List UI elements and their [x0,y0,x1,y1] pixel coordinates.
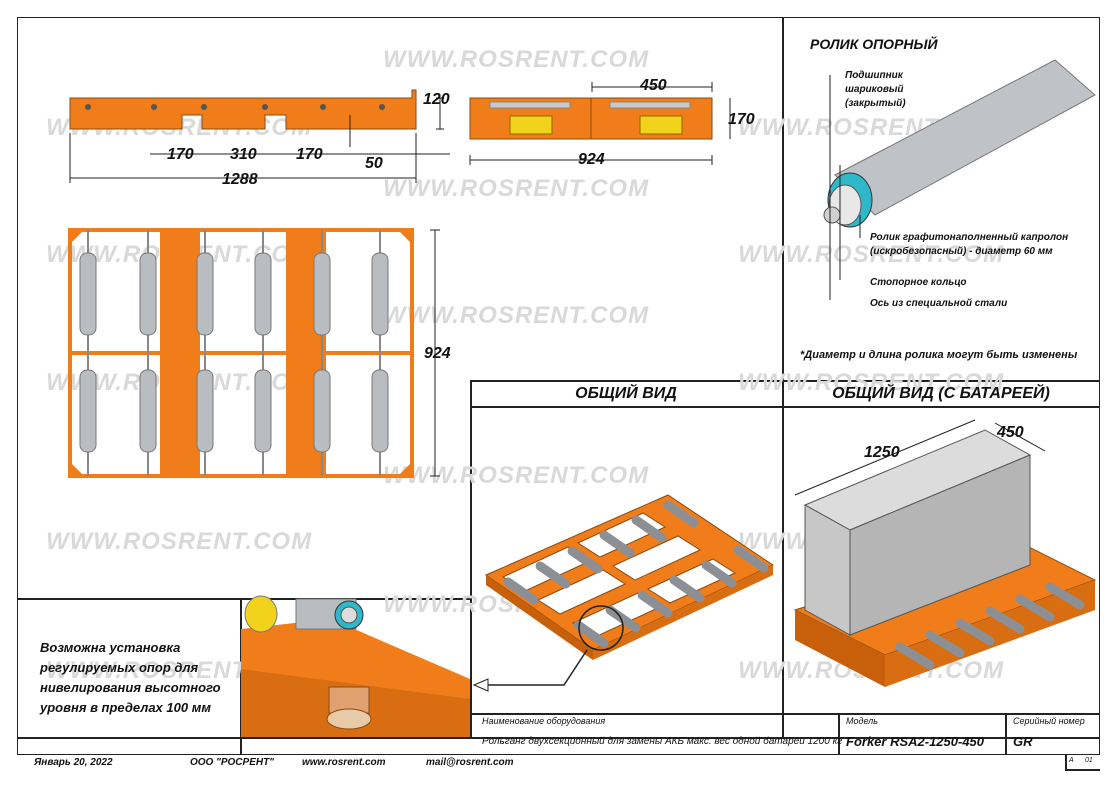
roller-title: РОЛИК ОПОРНЫЙ [810,36,938,52]
general-battery-iso [793,419,1097,687]
serial-value: GR [1013,734,1033,749]
watermark: WWW.ROSRENT.COM [46,528,313,555]
footer-company: ООО "РОСРЕНТ" [190,757,274,768]
retaining-ring-label: Стопорное кольцо [870,277,967,288]
watermark: WWW.ROSRENT.COM [738,241,1005,268]
divider-footer [17,737,1100,739]
divider-views-title [470,406,1100,408]
roller-material-label: Ролик графитонаполненный капролон (искро… [870,232,1069,257]
roller-bearing-label: Подшипник шариковый (закрытый) [845,70,906,109]
dim-side-top: 450 [640,77,667,94]
watermark: WWW.ROSRENT.COM [383,46,650,73]
roller-drawing [823,59,1096,300]
view-title-general: ОБЩИЙ ВИД [575,385,677,402]
footer-website[interactable]: www.rosrent.com [302,757,386,768]
footer-date: Январь 20, 2022 [34,757,113,768]
detail-closeup [241,595,470,737]
divider-views-left [470,380,472,737]
side-view-long [69,89,450,183]
model-label: Модель [846,716,878,726]
footer-email[interactable]: mail@rosrent.com [426,757,514,768]
detail-note: Возможна установка регулируемых опор для… [40,640,221,715]
equipment-value: Рольганг двухсекционный для замены АКБ м… [482,736,843,747]
dim-plan-depth: 924 [424,345,451,362]
dim-total-length: 1288 [222,171,258,188]
sheet-number: 01 [1085,757,1093,764]
divider-sheet-bottom [1065,769,1100,771]
dim-battery-length: 1250 [864,444,900,461]
general-view-iso [484,494,775,660]
view-title-general-battery: ОБЩИЙ ВИД (С БАТАРЕЕЙ) [832,385,1050,402]
watermark: WWW.ROSRENT.COM [383,302,650,329]
divider-tb-1 [838,713,840,755]
watermark: WWW.ROSRENT.COM [383,175,650,202]
side-view-short [469,82,731,165]
divider-right [782,17,784,737]
divider-titleblock-top [470,713,1100,715]
watermark: WWW.ROSRENT.COM [738,369,1005,396]
detail-arrow [472,649,588,692]
plan-view [68,228,440,478]
watermark: WWW.ROSRENT.COM [383,462,650,489]
roller-note: *Диаметр и длина ролика могут быть измен… [800,349,1078,361]
divider-views-top [470,380,1100,382]
serial-label: Серийный номер [1013,716,1085,726]
dim-side-height-left: 120 [423,91,450,108]
dim-gap-a: 170 [167,146,194,163]
sheet-format: А [1069,757,1074,764]
divider-detail-mid [240,598,242,755]
axle-label: Ось из специальной стали [870,298,1008,309]
equipment-label: Наименование оборудования [482,716,606,726]
divider-sheet [1065,755,1067,769]
dim-gap-b: 310 [230,146,257,163]
divider-tb-2 [1005,713,1007,755]
dim-side-width: 924 [578,151,605,168]
divider-detail-top [17,598,470,600]
dim-gap-c: 170 [296,146,323,163]
drawing-frame [17,17,1100,755]
dim-offset: 50 [365,155,383,172]
dim-side-height-right: 170 [728,111,755,128]
model-value: Forker RSA2-1250-450 [846,734,985,749]
dim-battery-width: 450 [997,424,1024,441]
